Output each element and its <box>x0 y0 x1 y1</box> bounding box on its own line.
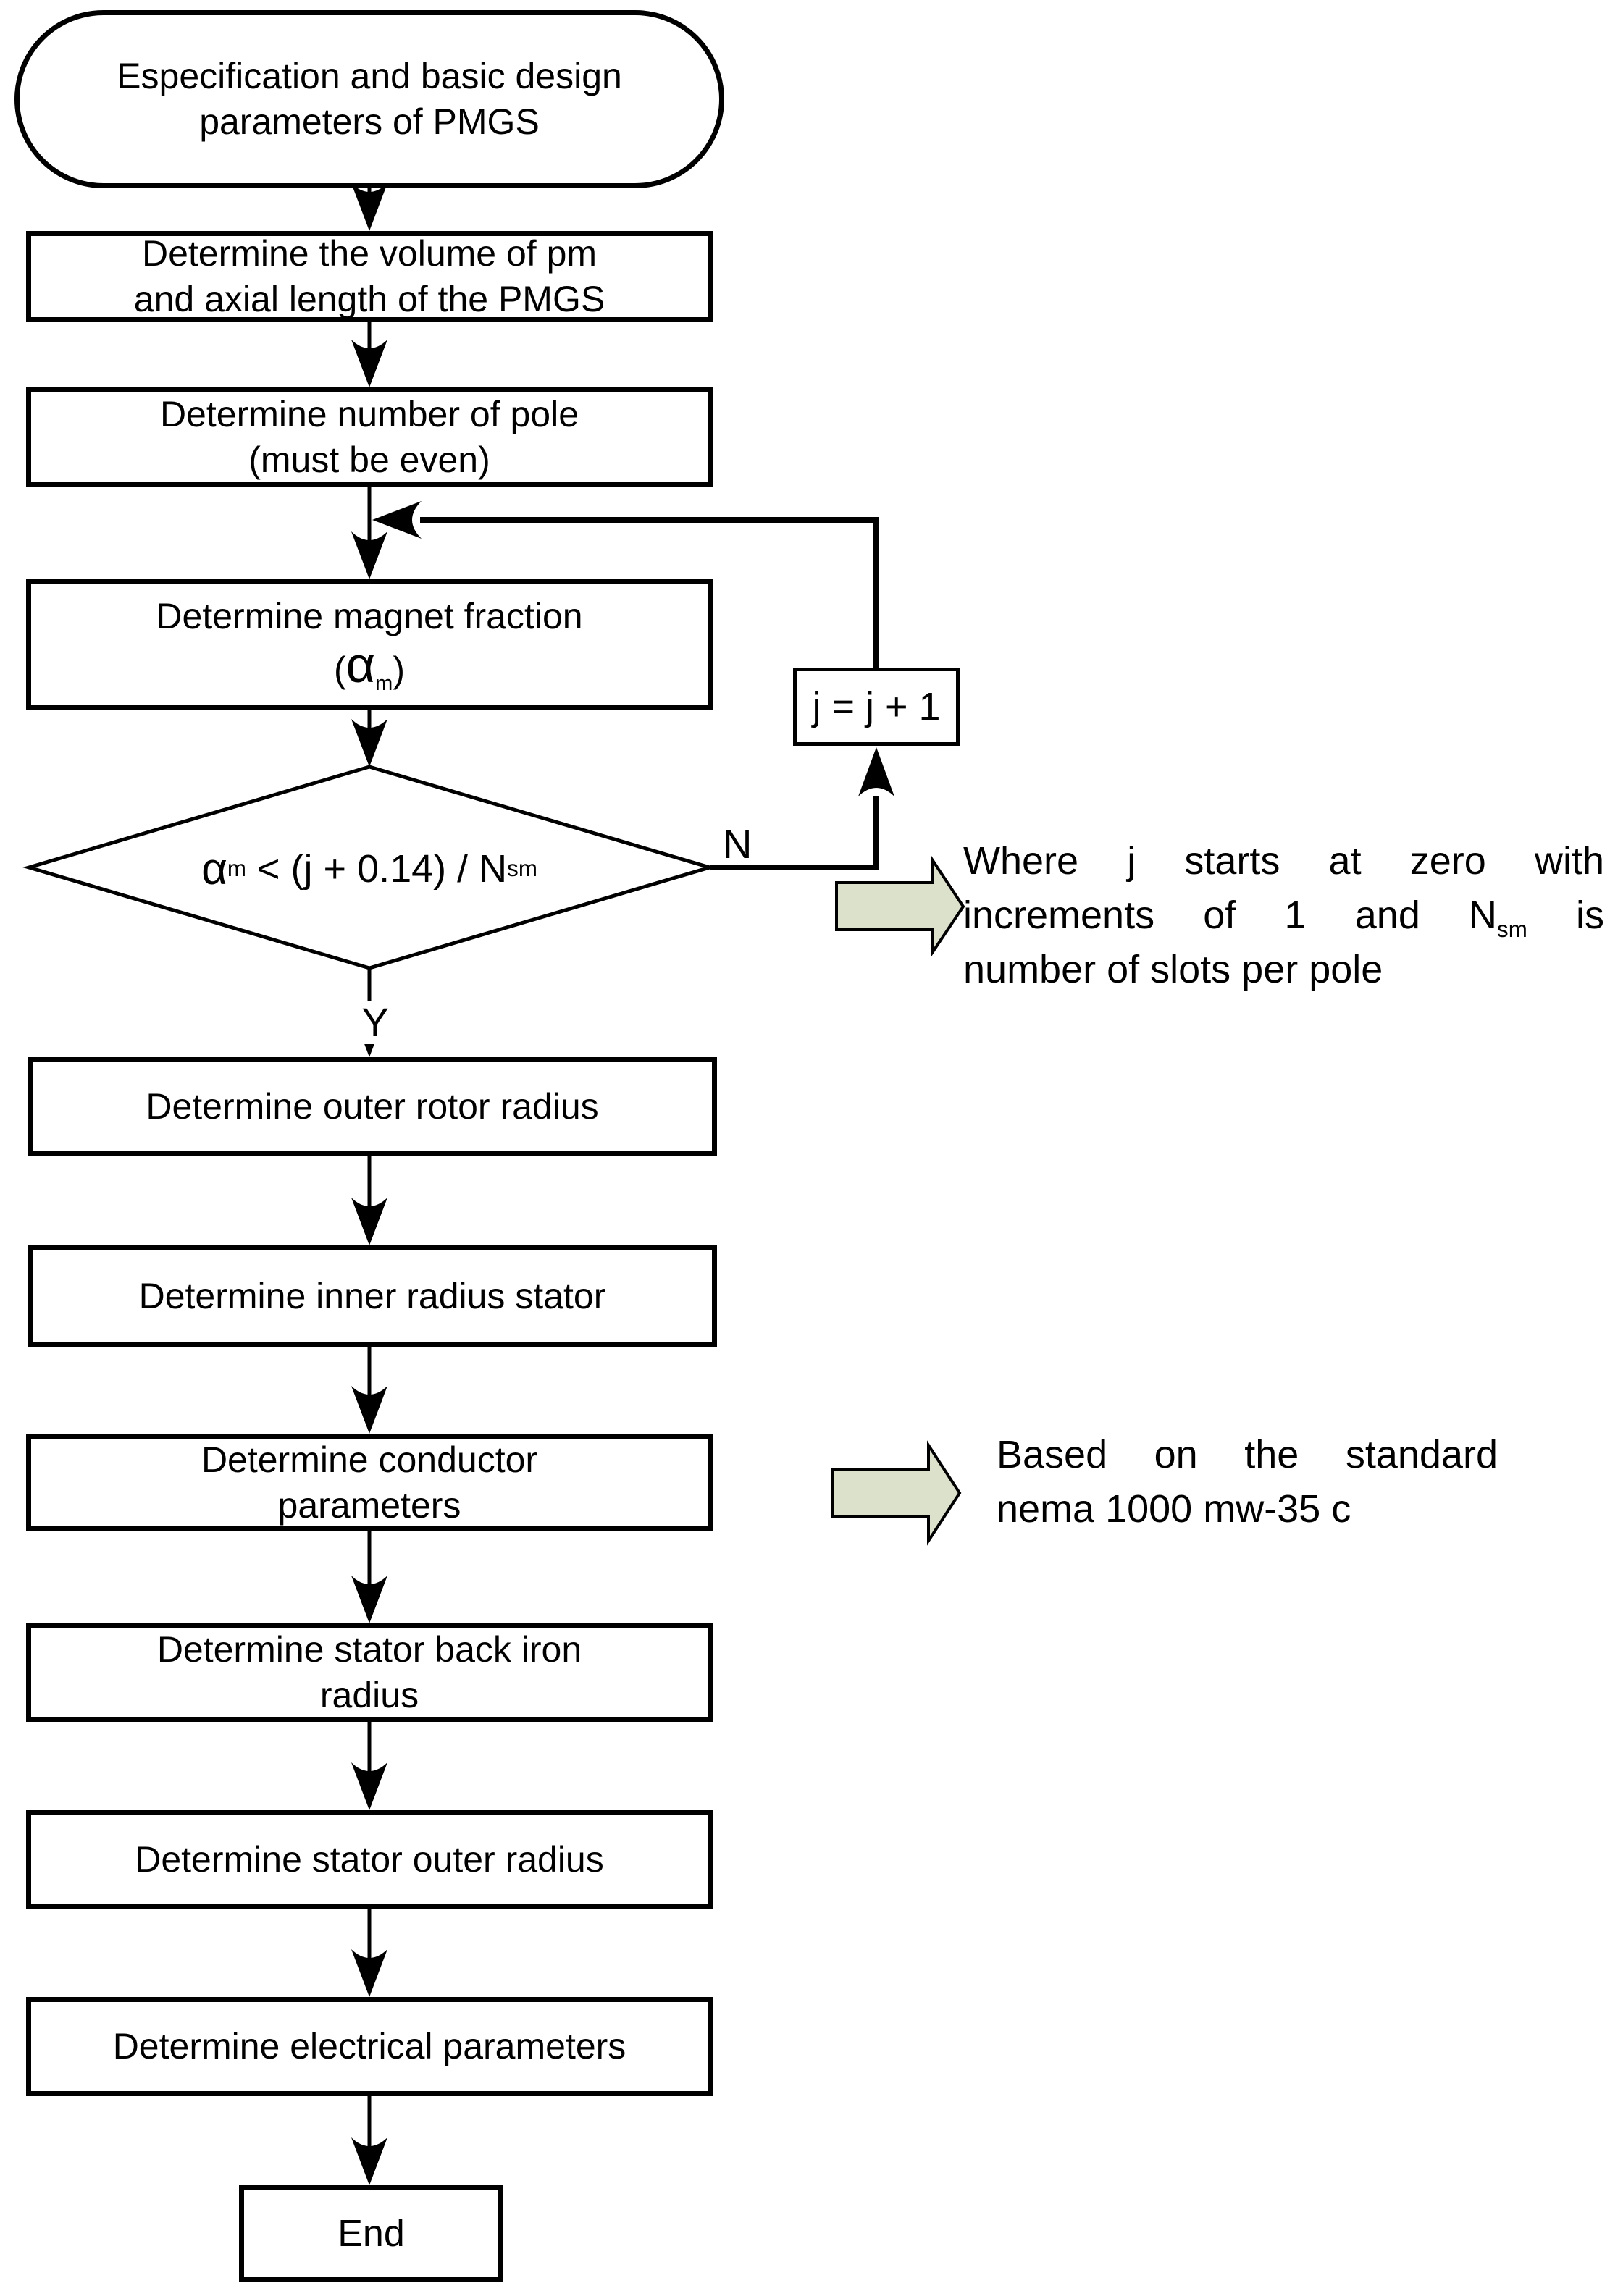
arrowhead-inner-stator <box>351 1198 387 1245</box>
magnet-alpha-symbol: α <box>345 636 376 693</box>
step-stator-outer-line1: Determine stator outer radius <box>135 1839 604 1880</box>
step-inner-stator-line1: Determine inner radius stator <box>138 1275 606 1316</box>
annotation1-line1: Where j starts at zero with <box>963 839 1604 883</box>
arrowhead-decision <box>351 719 387 767</box>
magnet-alpha-subscript: m <box>375 672 393 695</box>
annotation1-line2-pre: increments of 1 and <box>963 893 1469 937</box>
increment-text: j = j + 1 <box>812 684 941 728</box>
magnet-paren-close: ) <box>393 649 405 690</box>
step-poles-line1: Determine number of pole <box>159 393 579 434</box>
annotation-nema-standard: Based on the standard nema 1000 mw-35 c <box>997 1428 1498 1536</box>
step-stator-outer-box: Determine stator outer radius <box>26 1810 713 1909</box>
step-volume-line2: and axial length of the PMGS <box>133 279 605 319</box>
annotation2-line2: nema 1000 mw-35 c <box>997 1487 1351 1531</box>
no-branch-label: N <box>723 821 752 867</box>
step-conductor-line2: parameters <box>277 1484 461 1526</box>
arrowhead-end <box>351 2137 387 2185</box>
step-back-iron-box: Determine stator back iron radius <box>26 1623 713 1722</box>
arrowhead-volume <box>351 183 387 231</box>
step-volume-line1: Determine the volume of pm <box>141 233 598 274</box>
decision-n-symbol: N <box>479 847 508 891</box>
callout-arrow-icon-2 <box>831 1440 962 1546</box>
start-line2: parameters of PMGS <box>199 101 540 142</box>
step-electrical-line1: Determine electrical parameters <box>112 2026 626 2066</box>
arrowhead-poles <box>351 340 387 387</box>
decision-expression: < (j + 0.14) / <box>246 847 479 891</box>
end-terminator: End <box>239 2185 503 2282</box>
step-magnet-line1: Determine magnet fraction <box>156 596 583 636</box>
annotation1-nsm-subscript: sm <box>1497 916 1527 942</box>
step-poles-line2: (must be even) <box>248 439 490 480</box>
step-volume-box: Determine the volume of pm and axial len… <box>26 231 713 322</box>
annotation1-nsm-symbol: N <box>1469 893 1498 937</box>
callout-arrow-icon-1 <box>835 854 965 958</box>
step-outer-rotor-line1: Determine outer rotor radius <box>146 1086 599 1127</box>
no-branch-connector <box>710 796 879 870</box>
step-poles-box: Determine number of pole (must be even) <box>26 387 713 487</box>
arrowhead-electrical <box>351 1949 387 1997</box>
step-back-iron-line1: Determine stator back iron <box>156 1629 582 1670</box>
annotation-j-definition: Where j starts at zero with increments o… <box>963 834 1604 997</box>
arrowhead-conductor <box>351 1386 387 1434</box>
start-terminator: Especification and basic design paramete… <box>14 10 724 188</box>
start-line1: Especification and basic design <box>117 56 622 96</box>
step-conductor-box: Determine conductor parameters <box>26 1434 713 1531</box>
end-text: End <box>337 2212 405 2255</box>
loop-connector <box>420 517 879 668</box>
step-magnet-line2: (αm) <box>334 639 405 695</box>
step-inner-stator-box: Determine inner radius stator <box>28 1245 717 1347</box>
step-outer-rotor-box: Determine outer rotor radius <box>28 1057 717 1156</box>
increment-box: j = j + 1 <box>793 668 960 746</box>
magnet-paren-open: ( <box>334 649 346 690</box>
arrowhead-loop-merge <box>372 501 422 539</box>
decision-alpha-symbol: α <box>201 844 227 894</box>
annotation1-line3: number of slots per pole <box>963 948 1383 991</box>
arrowhead-back-iron <box>351 1576 387 1623</box>
step-conductor-line1: Determine conductor <box>201 1439 538 1480</box>
annotation1-line2: increments of 1 and Nsm is <box>963 888 1604 943</box>
step-electrical-box: Determine electrical parameters <box>26 1997 713 2096</box>
step-back-iron-line2: radius <box>319 1675 419 1715</box>
annotation2-line1: Based on the standard <box>997 1433 1498 1476</box>
arrowhead-stator-outer <box>351 1762 387 1810</box>
annotation1-line2-post: is <box>1527 893 1604 937</box>
arrowhead-magnet <box>351 531 387 579</box>
step-magnet-fraction-box: Determine magnet fraction (αm) <box>26 579 713 710</box>
arrowhead-increment <box>858 747 894 796</box>
yes-branch-label: Y <box>348 1001 403 1044</box>
